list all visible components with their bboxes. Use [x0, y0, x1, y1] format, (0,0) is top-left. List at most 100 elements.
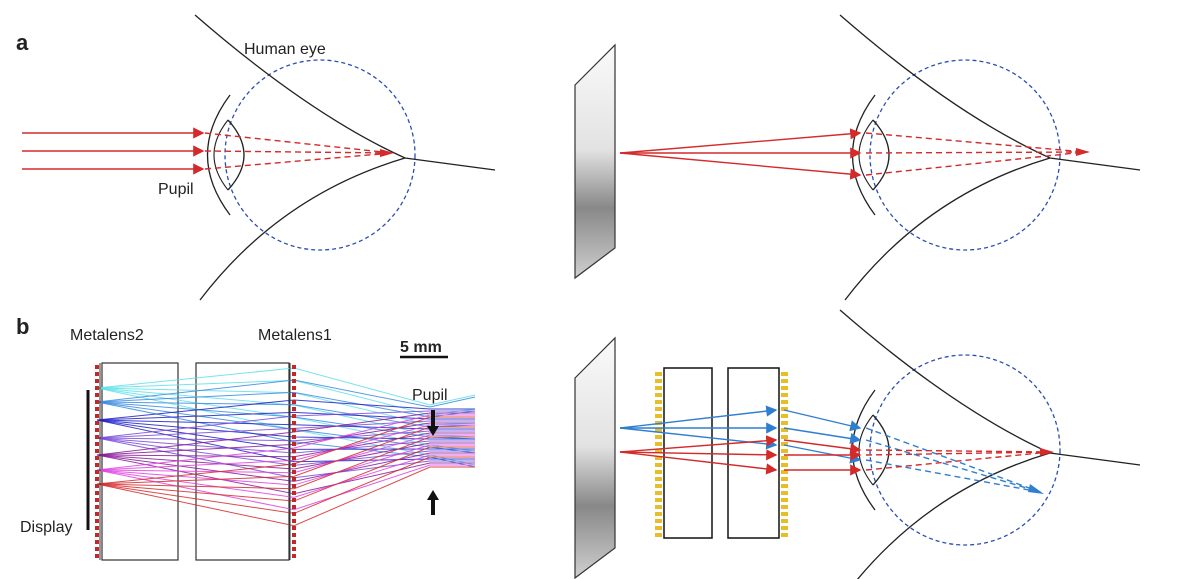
display-label: Display	[20, 519, 72, 536]
metalens-element-yellow	[655, 372, 662, 376]
cornea-a-right	[851, 94, 876, 216]
metalens1-element	[292, 435, 296, 439]
red-ray-exit	[783, 439, 862, 455]
metalens-element-yellow	[781, 491, 788, 495]
pupil-arrow-down-icon	[427, 410, 439, 436]
eyelid-upper-a-left	[194, 14, 496, 171]
metalens2-element	[95, 477, 99, 481]
metalens2-element	[95, 540, 99, 544]
metalens-element-yellow	[781, 456, 788, 460]
metalens1-label: Metalens1	[258, 327, 332, 344]
eye-globe-a-left	[224, 59, 416, 251]
lens-a-left	[227, 119, 245, 191]
ray-trace-line	[96, 419, 475, 463]
metalens-element-yellow	[781, 442, 788, 446]
metalens-element-yellow	[781, 372, 788, 376]
ray-trace-line	[96, 414, 475, 471]
metalens2-element	[95, 526, 99, 530]
ray-trace-line	[96, 446, 475, 502]
metalens2-element	[95, 449, 99, 453]
ray-trace-line	[96, 437, 475, 454]
metalens2-element	[95, 372, 99, 376]
metalens1-element	[292, 421, 296, 425]
blue-ray-exit	[783, 444, 862, 464]
eye-globe-a-right	[869, 59, 1061, 251]
metalens-element-yellow	[655, 477, 662, 481]
metalens-element-yellow	[781, 512, 788, 516]
red-ray	[619, 451, 778, 475]
metalens2-element	[95, 365, 99, 369]
metalens2-element	[95, 407, 99, 411]
ray-trace-line	[96, 437, 475, 479]
metalens1-element	[292, 393, 296, 397]
metalens-element-yellow	[781, 435, 788, 439]
metalens1-element	[292, 414, 296, 418]
metalens-element-yellow	[781, 400, 788, 404]
ray-trace-line	[96, 411, 475, 421]
metalens-element-yellow	[781, 379, 788, 383]
focus-arrowhead	[380, 149, 394, 157]
metalens1-element	[292, 526, 296, 530]
metalens1-element	[292, 554, 296, 558]
metalens-element-yellow	[781, 470, 788, 474]
metalens-element-yellow	[655, 519, 662, 523]
metalens-element-yellow	[781, 393, 788, 397]
ray-trace-line	[96, 387, 476, 426]
metalens1-element	[292, 400, 296, 404]
metalens2-element	[95, 463, 99, 467]
diagram-shapes	[22, 14, 1141, 579]
metalens-element-yellow	[781, 414, 788, 418]
metalens1-element	[292, 519, 296, 523]
metalens1-element	[292, 442, 296, 446]
landscape-painting-b	[574, 336, 616, 579]
metalens-element-yellow	[655, 393, 662, 397]
ray-trace-line	[96, 466, 475, 527]
metalens-element-yellow	[655, 470, 662, 474]
red-ray	[619, 449, 778, 461]
metalens2-element	[95, 386, 99, 390]
converging-dashed-ray	[204, 152, 393, 170]
metalens1-element	[292, 407, 296, 411]
metalens-element-yellow	[655, 400, 662, 404]
lens-front-a-right	[858, 119, 874, 191]
metalens2-element	[95, 505, 99, 509]
red-dashed-ray	[865, 451, 1051, 471]
ray-trace-line	[96, 430, 475, 442]
ray-trace-line	[96, 422, 475, 456]
metalens2-element	[95, 393, 99, 397]
metalens-element-yellow	[655, 414, 662, 418]
red-dashed-ray	[865, 451, 1051, 456]
metalens2-element	[95, 547, 99, 551]
eyelid-lower-a-right	[844, 157, 1051, 301]
diverging-ray	[619, 152, 862, 180]
metalens-element-yellow	[781, 386, 788, 390]
ray-trace-line	[96, 399, 475, 421]
metalens-element-yellow	[781, 519, 788, 523]
metalens2-element	[95, 519, 99, 523]
red-dashed-ray	[865, 449, 1051, 453]
cornea-a-left	[206, 94, 231, 216]
ray-trace-line	[96, 410, 475, 439]
metalens2-element	[95, 414, 99, 418]
ray-trace-line	[96, 456, 475, 514]
metalens1-element	[292, 540, 296, 544]
metalens1-element	[292, 512, 296, 516]
ray-trace-line	[96, 434, 475, 474]
metalens2-element	[95, 379, 99, 383]
metalens2-element	[95, 428, 99, 432]
metalens2-element	[95, 470, 99, 474]
eyelid-lower-a-left	[199, 157, 406, 301]
ray-trace-line	[96, 420, 475, 439]
metalens2-element	[95, 484, 99, 488]
metalens-element-yellow	[781, 463, 788, 467]
pupil-label-b: Pupil	[412, 387, 448, 404]
metalens-element-yellow	[655, 449, 662, 453]
metalens1-element	[292, 505, 296, 509]
metalens2-label: Metalens2	[70, 327, 144, 344]
converging-dashed-ray	[204, 132, 393, 154]
metalens1-element	[292, 379, 296, 383]
metalens2-element	[95, 400, 99, 404]
panel-a-label: a	[16, 30, 29, 55]
pupil-arrow-up-icon	[427, 490, 439, 515]
metalens-element-yellow	[655, 435, 662, 439]
